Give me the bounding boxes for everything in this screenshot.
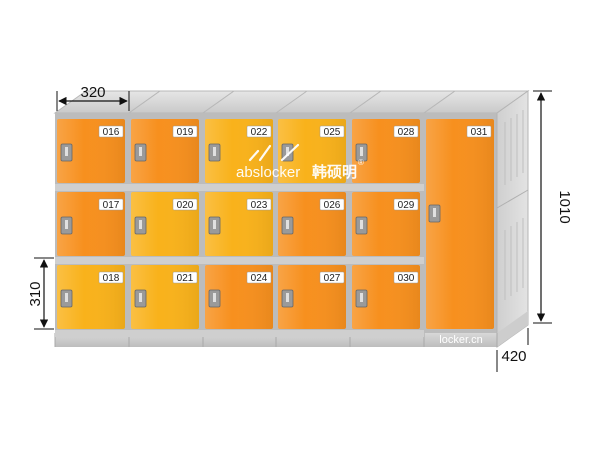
row-divider [55, 330, 424, 337]
row-divider [55, 184, 424, 191]
locker-keyhole [286, 293, 289, 302]
locker-number: 028 [398, 127, 415, 138]
locker-027[interactable]: 027 [278, 265, 346, 329]
locker-number-plate [172, 125, 198, 138]
brand-swoosh-icon [248, 143, 300, 162]
locker-021[interactable]: 021 [131, 265, 199, 329]
locker-keyhole [360, 220, 363, 229]
locker-number: 025 [324, 127, 341, 138]
locker-018[interactable]: 018 [57, 265, 125, 329]
tall-locker-number: 031 [471, 127, 488, 138]
locker-number-plate [393, 125, 419, 138]
locker-keyhole [139, 147, 142, 156]
cabinet-frame [55, 113, 497, 335]
locker-number: 022 [251, 127, 268, 138]
locker-022[interactable]: 022 [205, 119, 273, 183]
locker-number-plate [319, 198, 345, 211]
door-height-label: 310 [27, 281, 44, 306]
locker-number: 018 [103, 273, 120, 284]
locker-keyhole [65, 147, 68, 156]
locker-doors: 016 017 018 019 020 021 022 023 024 025 026 027 028 0… [55, 119, 424, 337]
locker-number: 026 [324, 200, 341, 211]
tall-locker-number-plate [466, 125, 492, 138]
locker-number-plate [98, 271, 124, 284]
cabinet-tops [53, 90, 530, 114]
brand-registered: ® [358, 158, 364, 167]
locker-number-plate [393, 198, 419, 211]
locker-number: 020 [177, 200, 194, 211]
dimension-door-height: 310 [27, 257, 54, 330]
locker-number-plate [246, 198, 272, 211]
dimension-height: 1010 [533, 90, 573, 324]
tall-locker[interactable]: 031 locker.cn [426, 119, 494, 346]
side-seam [496, 189, 529, 209]
locker-keyhole [286, 220, 289, 229]
locker-025[interactable]: 025 [278, 119, 346, 183]
locker-number-plate [172, 271, 198, 284]
dimension-width: 320 [56, 84, 130, 111]
locker-number: 021 [177, 273, 194, 284]
locker-number: 027 [324, 273, 341, 284]
locker-keyhole [65, 293, 68, 302]
locker-number-plate [246, 125, 272, 138]
locker-number-plate [98, 198, 124, 211]
locker-016[interactable]: 016 [57, 119, 125, 183]
locker-number: 030 [398, 273, 415, 284]
locker-number-plate [319, 271, 345, 284]
locker-017[interactable]: 017 [57, 192, 125, 256]
locker-020[interactable]: 020 [131, 192, 199, 256]
locker-028[interactable]: 028 [352, 119, 420, 183]
locker-keyhole [213, 220, 216, 229]
locker-number: 024 [251, 273, 268, 284]
brand-watermark: abslocker 韩硕明 ® [236, 143, 364, 181]
locker-023[interactable]: 023 [205, 192, 273, 256]
locker-019[interactable]: 019 [131, 119, 199, 183]
side-vents-lower [504, 218, 524, 300]
depth-label: 420 [501, 348, 526, 365]
locker-026[interactable]: 026 [278, 192, 346, 256]
locker-keyhole [286, 147, 289, 156]
locker-number: 029 [398, 200, 415, 211]
row-divider [55, 257, 424, 264]
locker-keyhole [139, 220, 142, 229]
locker-keyhole [139, 293, 142, 302]
locker-number: 023 [251, 200, 268, 211]
locker-024[interactable]: 024 [205, 265, 273, 329]
locker-number: 017 [103, 200, 120, 211]
locker-keyhole [213, 147, 216, 156]
locker-number-plate [246, 271, 272, 284]
locker-number-plate [319, 125, 345, 138]
site-label: locker.cn [439, 334, 482, 346]
locker-number: 019 [177, 127, 194, 138]
locker-number-plate [98, 125, 124, 138]
locker-number-plate [393, 271, 419, 284]
dimension-depth: 420 [496, 328, 529, 372]
width-label: 320 [80, 84, 105, 101]
locker-number: 016 [103, 127, 120, 138]
brand-chinese: 韩硕明 [312, 163, 357, 181]
locker-keyhole [65, 220, 68, 229]
locker-030[interactable]: 030 [352, 265, 420, 329]
height-label: 1010 [556, 190, 573, 223]
locker-keyhole [360, 293, 363, 302]
locker-number-plate [172, 198, 198, 211]
brand-name: abslocker [236, 164, 300, 181]
side-vents-upper [504, 110, 524, 185]
tall-locker-shine [426, 119, 494, 329]
cabinet-base-side [497, 311, 528, 347]
locker-029[interactable]: 029 [352, 192, 420, 256]
locker-keyhole [213, 293, 216, 302]
tall-locker-keyhole [433, 208, 436, 217]
locker-keyhole [360, 147, 363, 156]
